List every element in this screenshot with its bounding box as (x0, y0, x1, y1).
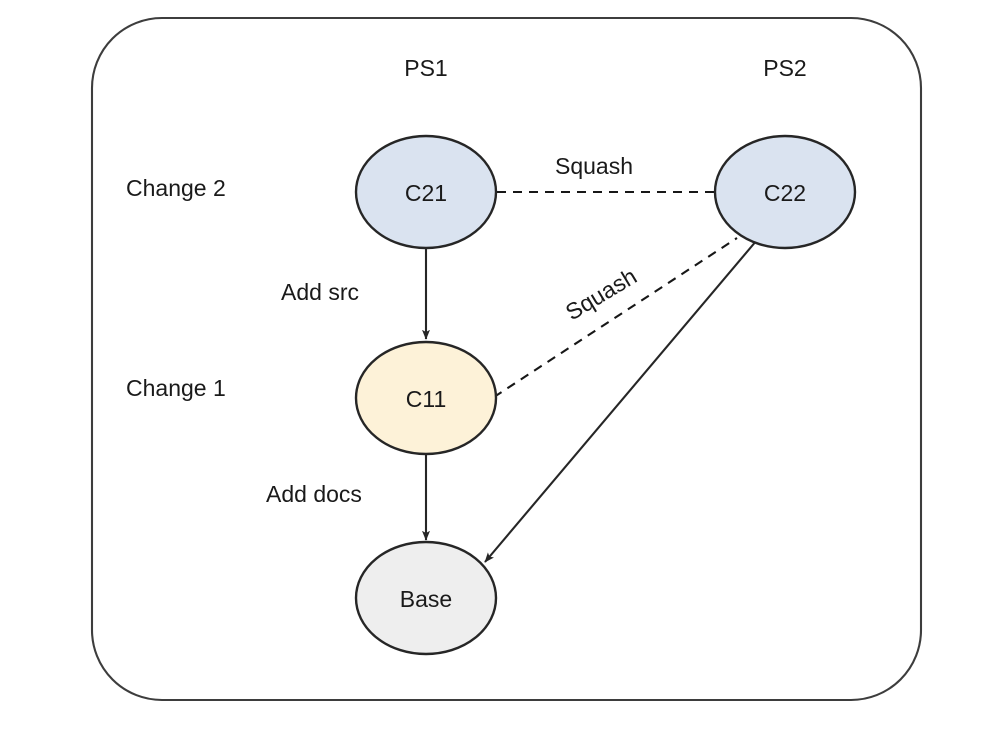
edge-label-squash-diagonal: Squash (561, 263, 641, 325)
node-c21-shape[interactable] (354, 134, 498, 250)
node-base[interactable]: Base (354, 540, 498, 656)
column-header-ps1: PS1 (404, 55, 447, 81)
node-c11[interactable]: C11 (354, 340, 498, 456)
node-c21[interactable]: C21 (354, 134, 498, 250)
row-label-change-1: Change 1 (126, 375, 226, 401)
edge-label-add-docs: Add docs (266, 481, 362, 507)
column-header-ps2: PS2 (763, 55, 806, 81)
node-c21-label: C21 (405, 180, 447, 206)
rounded-frame (90, 16, 923, 702)
node-c11-label: C11 (406, 386, 447, 412)
edge-label-add-src: Add src (281, 279, 359, 305)
row-label-change-2: Change 2 (126, 175, 226, 201)
node-base-label: Base (400, 586, 452, 612)
edge-c11-squash-c22 (493, 237, 738, 398)
edge-label-squash-horizontal: Squash (555, 153, 633, 179)
node-c22-shape[interactable] (713, 134, 857, 250)
node-c11-shape[interactable] (354, 340, 498, 456)
node-c22-label: C22 (764, 180, 806, 206)
node-base-shape[interactable] (354, 540, 498, 656)
edge-c22-to-base (484, 239, 758, 563)
node-c22[interactable]: C22 (713, 134, 857, 250)
